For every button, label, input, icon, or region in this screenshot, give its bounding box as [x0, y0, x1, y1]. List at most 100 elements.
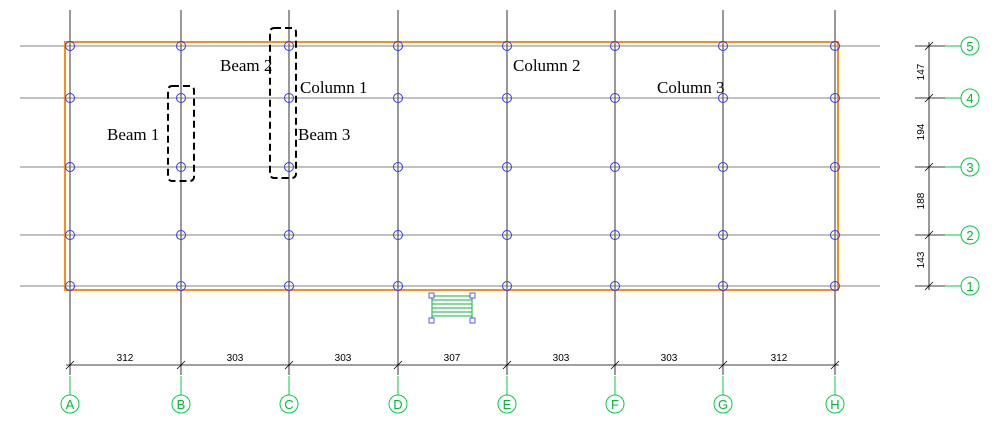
column-marker	[502, 41, 512, 51]
column-marker	[830, 93, 840, 103]
grid-bubble-label-f: F	[611, 397, 619, 412]
column-marker	[65, 93, 75, 103]
column-marker	[284, 93, 294, 103]
column-marker	[176, 41, 186, 51]
column-2-label: Column 2	[513, 56, 581, 75]
stair-corner	[469, 292, 476, 299]
column-marker	[502, 230, 512, 240]
grid-bubble-label-b: B	[177, 397, 186, 412]
grid-bubble-c	[279, 394, 299, 414]
column-markers	[65, 41, 840, 291]
dimension-tick	[924, 41, 934, 51]
grid-bubble-3	[960, 157, 980, 177]
column-marker	[830, 230, 840, 240]
stair-corner	[428, 317, 435, 324]
grid-bubble-a	[60, 394, 80, 414]
span-dimension-f-g: 303	[661, 353, 678, 364]
dimension-tick	[924, 281, 934, 291]
dimension-tick	[718, 360, 728, 370]
grid-bubble-e	[497, 394, 517, 414]
column-marker	[176, 93, 186, 103]
column-3-label: Column 3	[657, 78, 725, 97]
grid-bubble-label-e: E	[503, 397, 512, 412]
column-marker	[65, 41, 75, 51]
span-dimension-a-b: 312	[117, 353, 134, 364]
dimension-tick	[502, 360, 512, 370]
column-marker	[830, 281, 840, 291]
grid-bubble-h	[825, 394, 845, 414]
column-marker	[502, 162, 512, 172]
grid-bubble-label-g: G	[718, 397, 728, 412]
column-marker	[284, 281, 294, 291]
span-dimension-2-3: 188	[916, 192, 927, 209]
column-marker	[830, 162, 840, 172]
column-marker	[502, 93, 512, 103]
dimension-tick	[830, 360, 840, 370]
column-1-label: Column 1	[300, 78, 368, 97]
column-marker	[610, 281, 620, 291]
dimension-tick	[65, 360, 75, 370]
span-dimension-3-4: 194	[916, 123, 927, 140]
dimension-tick	[610, 360, 620, 370]
building-boundary	[64, 41, 839, 291]
column-marker	[393, 230, 403, 240]
beam-3-label: Beam 3	[298, 125, 350, 144]
span-dimension-c-d: 303	[335, 353, 352, 364]
dimension-tick	[924, 93, 934, 103]
grid-bubble-label-3: 3	[966, 160, 973, 175]
grid-bubble-label-h: H	[830, 397, 839, 412]
column-marker	[502, 281, 512, 291]
span-dimension-b-c: 303	[227, 353, 244, 364]
column-marker	[284, 230, 294, 240]
grid-bubble-label-4: 4	[966, 91, 973, 106]
row-grid-bubbles: 5 4 3 2 1	[945, 36, 980, 296]
horizontal-grid-lines	[20, 45, 880, 287]
column-marker	[176, 281, 186, 291]
beam-1-highlight	[167, 85, 195, 182]
column-marker	[393, 281, 403, 291]
beam-2-3-highlight	[269, 27, 297, 179]
column-marker	[393, 162, 403, 172]
grid-bubble-b	[171, 394, 191, 414]
column-marker	[610, 162, 620, 172]
vertical-dimensions: 143 188 194 147	[915, 41, 945, 291]
grid-bubble-2	[960, 225, 980, 245]
grid-bubble-4	[960, 88, 980, 108]
dimension-tick	[393, 360, 403, 370]
column-marker	[393, 93, 403, 103]
horizontal-dimensions: 312 303 303 307 303 303 312	[65, 353, 840, 370]
span-dimension-e-f: 303	[553, 353, 570, 364]
column-grid-bubbles: A B C D E F G H	[60, 376, 845, 414]
column-marker	[830, 41, 840, 51]
grid-bubble-label-5: 5	[966, 39, 973, 54]
span-dimension-1-2: 143	[916, 251, 927, 268]
column-marker	[393, 41, 403, 51]
dimension-tick	[924, 162, 934, 172]
span-dimension-d-e: 307	[444, 353, 461, 364]
column-marker	[65, 230, 75, 240]
column-marker	[718, 281, 728, 291]
grid-bubble-g	[713, 394, 733, 414]
grid-bubble-label-1: 1	[966, 279, 973, 294]
beam-1-label: Beam 1	[107, 125, 159, 144]
grid-bubble-label-c: C	[284, 397, 293, 412]
grid-bubble-5	[960, 36, 980, 56]
column-marker	[65, 162, 75, 172]
stair-corner	[469, 317, 476, 324]
grid-bubble-label-d: D	[393, 397, 402, 412]
column-marker	[284, 41, 294, 51]
grid-bubble-f	[605, 394, 625, 414]
dimension-tick	[924, 230, 934, 240]
column-marker	[176, 230, 186, 240]
grid-bubble-1	[960, 276, 980, 296]
column-marker	[718, 93, 728, 103]
column-marker	[65, 281, 75, 291]
column-marker	[718, 230, 728, 240]
dimension-tick	[176, 360, 186, 370]
column-marker	[718, 41, 728, 51]
column-marker	[284, 162, 294, 172]
grid-bubble-label-a: A	[66, 397, 75, 412]
stair-symbol	[428, 292, 476, 324]
column-marker	[176, 162, 186, 172]
